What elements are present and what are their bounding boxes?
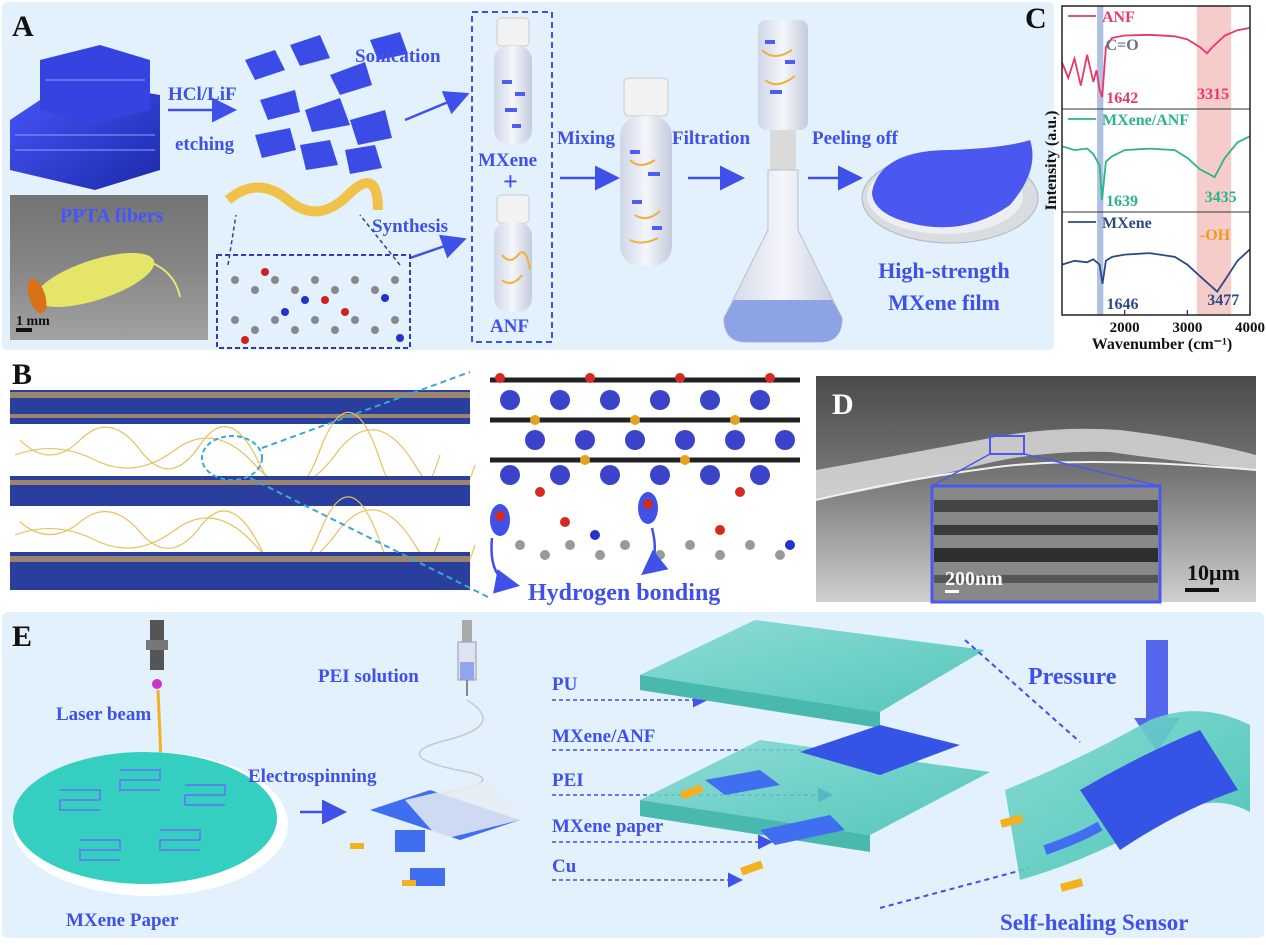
panel-e: E Laser beam MXene Paper PEI solution El… <box>2 612 1264 938</box>
legend-label-1: MXene/ANF <box>1102 112 1189 129</box>
series-line-0 <box>1061 27 1251 98</box>
photo-scale-label: 1 mm <box>16 314 50 329</box>
mxene-flakes-illustration <box>245 32 408 174</box>
layer-cu-label: Cu <box>552 856 577 877</box>
layer-pei-label: PEI <box>552 770 584 791</box>
oh-band-label: -OH <box>1200 227 1231 244</box>
ppta-photo: PPTA fibers 1 mm <box>10 195 208 340</box>
sem-scale-label: 10μm <box>1187 560 1240 585</box>
panel-e-letter: E <box>12 620 32 653</box>
filtration-flask <box>723 20 843 343</box>
arrow-synthesis <box>409 234 467 260</box>
peak-label-2-0: 1646 <box>1106 296 1138 313</box>
peak-label-2-1: 3477 <box>1207 292 1239 309</box>
sem-inset: 200nm <box>930 484 1162 604</box>
hydrogen-bond-molecule <box>490 492 795 594</box>
co-band-label: C=O <box>1106 37 1139 54</box>
panel-e-background <box>2 612 1264 938</box>
anf-vial-label: ANF <box>490 316 529 337</box>
vials-group-box <box>471 11 553 343</box>
step-synthesis-label: Synthesis <box>372 216 448 237</box>
mxene-paper-label: MXene Paper <box>66 910 179 931</box>
step-etching-label: etching <box>175 134 235 155</box>
highlight-band-oh <box>1196 6 1232 315</box>
mixed-vial <box>620 77 672 266</box>
layer-mxene-paper-label: MXene paper <box>552 816 664 837</box>
plus-sign: + <box>503 167 518 196</box>
layered-structure-illustration <box>10 371 491 599</box>
peak-label-1-0: 1639 <box>1106 193 1138 210</box>
arrow-sonication <box>404 91 470 122</box>
sem-zoom-box <box>989 435 1025 455</box>
ppta-label: PPTA fibers <box>60 205 164 227</box>
panel-a: A HCl/LiF etching Sonication <box>2 2 1054 350</box>
pei-solution-label: PEI solution <box>318 666 419 687</box>
result-line1: High-strength <box>878 258 1010 283</box>
panel-d-letter: D <box>832 388 854 421</box>
anf-fiber-illustration <box>224 178 383 217</box>
electrospun-mat-illustration <box>350 780 520 886</box>
peak-label-0-0: 1642 <box>1106 90 1138 107</box>
peak-label-1-1: 3435 <box>1205 189 1237 206</box>
sensor-label: Self-healing Sensor <box>1000 910 1188 935</box>
syringe-illustration <box>418 620 484 796</box>
y-axis-label: Intensity (a.u.) <box>1043 110 1060 210</box>
x-tick-label-0: 2000 <box>1110 320 1140 336</box>
series-line-2 <box>1061 248 1251 293</box>
step-filtration-label: Filtration <box>672 128 751 149</box>
panel-d: D 200nm 10μm <box>815 376 1257 604</box>
highlight-band-co <box>1097 6 1104 315</box>
mxene-film-illustration <box>861 140 1039 244</box>
mxene-vial-label: MXene <box>478 150 537 171</box>
mxene-vial <box>494 17 532 144</box>
x-tick-label-1: 3000 <box>1172 320 1202 336</box>
mxene-bulk-illustration <box>10 45 160 190</box>
series-line-1 <box>1061 135 1251 201</box>
step-sonication-label: Sonication <box>355 46 441 67</box>
inset-scale-label: 200nm <box>945 568 1003 590</box>
panel-b-letter: B <box>12 358 32 391</box>
legend-label-0: ANF <box>1102 9 1135 26</box>
electrospinning-label: Electrospinning <box>248 766 377 787</box>
panel-c-letter: C <box>1025 2 1047 35</box>
anf-vial <box>494 194 532 312</box>
step-hcl-label: HCl/LiF <box>168 84 237 105</box>
step-mixing-label: Mixing <box>557 128 616 149</box>
step-peeling-label: Peeling off <box>812 128 899 149</box>
x-axis-label: Wavenumber (cm⁻¹) <box>1092 336 1232 353</box>
peak-label-0-1: 3315 <box>1197 86 1229 103</box>
panel-b: B <box>10 358 810 606</box>
sensor-exploded-view <box>640 620 990 876</box>
legend-label-2: MXene <box>1102 215 1152 232</box>
layer-callouts: PU MXene/ANF PEI MXene paper Cu <box>552 674 863 888</box>
mxene-lattice-illustration <box>480 372 810 497</box>
layer-mxene-anf-label: MXene/ANF <box>552 726 655 747</box>
laser-beam-label: Laser beam <box>56 704 151 725</box>
layer-pu-label: PU <box>552 674 578 695</box>
plot-frame <box>1061 5 1251 316</box>
result-line2: MXene film <box>888 290 1000 315</box>
pressure-label: Pressure <box>1028 664 1117 690</box>
ppta-molecule-box <box>216 214 411 349</box>
hydrogen-bonding-label: Hydrogen bonding <box>528 580 720 606</box>
self-healing-sensor-illustration <box>999 711 1250 892</box>
mxene-paper-disc <box>12 752 288 896</box>
panel-a-letter: A <box>12 10 34 43</box>
x-tick-label-2: 4000 <box>1235 320 1265 336</box>
